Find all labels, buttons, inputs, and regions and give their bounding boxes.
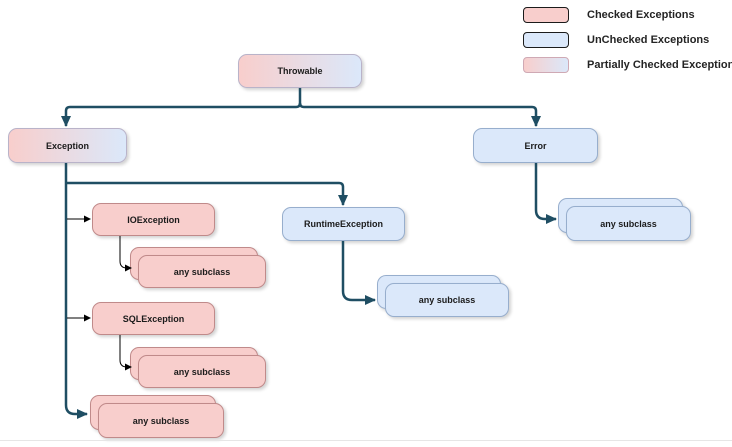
legend: Checked Exceptions UnChecked Exceptions … bbox=[515, 0, 732, 75]
legend-label-partially-checked: Partially Checked Exceptions bbox=[587, 58, 732, 71]
node-runtimeexception: RuntimeException bbox=[282, 207, 405, 241]
legend-label-checked: Checked Exceptions bbox=[587, 8, 695, 21]
node-io-subclass-label: any subclass bbox=[173, 266, 231, 277]
legend-item-unchecked: UnChecked Exceptions bbox=[515, 29, 732, 50]
node-throwable-label: Throwable bbox=[277, 66, 323, 76]
node-sql-subclass-label: any subclass bbox=[173, 366, 231, 377]
node-error: Error bbox=[473, 128, 598, 163]
legend-item-partially-checked: Partially Checked Exceptions bbox=[515, 54, 732, 75]
node-sqlexception: SQLException bbox=[92, 302, 215, 335]
partially-checked-color-swatch bbox=[523, 56, 569, 73]
node-io-subclass: any subclass bbox=[138, 255, 266, 288]
legend-label-unchecked: UnChecked Exceptions bbox=[587, 33, 710, 46]
node-ioexception: IOException bbox=[92, 203, 215, 236]
node-exception-subclass-label: any subclass bbox=[132, 415, 190, 426]
node-error-subclass-label: any subclass bbox=[600, 218, 657, 229]
node-runtime-subclass: any subclass bbox=[385, 283, 509, 317]
node-error-subclass: any subclass bbox=[566, 206, 691, 241]
node-runtimeexception-label: RuntimeException bbox=[303, 219, 383, 229]
page-bottom-divider bbox=[0, 440, 732, 441]
unchecked-color-swatch bbox=[523, 31, 569, 48]
node-exception-subclass: any subclass bbox=[98, 403, 224, 438]
checked-color-swatch bbox=[523, 6, 569, 23]
node-exception: Exception bbox=[8, 128, 127, 163]
node-exception-label: Exception bbox=[45, 140, 89, 151]
node-throwable: Throwable bbox=[238, 54, 362, 88]
node-sqlexception-label: SQLException bbox=[122, 313, 185, 324]
legend-item-checked: Checked Exceptions bbox=[515, 4, 732, 25]
node-runtime-subclass-label: any subclass bbox=[418, 295, 476, 305]
node-ioexception-label: IOException bbox=[127, 214, 180, 225]
node-sql-subclass: any subclass bbox=[138, 355, 266, 388]
node-error-label: Error bbox=[524, 140, 547, 151]
